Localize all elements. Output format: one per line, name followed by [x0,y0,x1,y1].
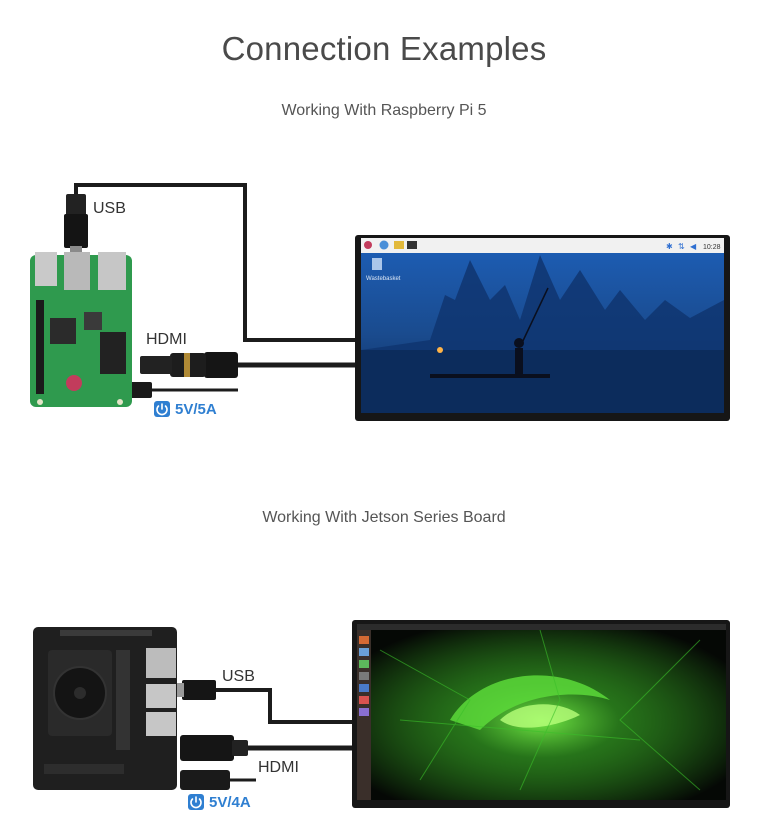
launcher-icon [359,672,369,680]
jetson-power-label: 5V/4A [209,794,251,811]
launcher-icon [359,684,369,692]
jetson-power-cable [180,770,256,790]
jetson-display [352,620,730,808]
section-title-jetson: Working With Jetson Series Board [262,509,506,526]
rpi-power-label: 5V/5A [175,401,217,418]
nvidia-eye-logo [450,675,610,730]
browser-icon [379,240,389,250]
jetson-usb-label: USB [222,668,255,685]
jetson-hdmi-label: HDMI [258,759,299,776]
launcher-icon [359,636,369,644]
rpi-usb-label: USB [93,200,126,217]
network-icon: ⇅ [678,242,685,251]
folder-icon [394,241,404,249]
launcher-icon [359,708,369,716]
jetson-usb-cable [170,680,356,724]
rpi-board [30,252,132,407]
volume-icon: ◀ [690,242,697,251]
section-title-rpi: Working With Raspberry Pi 5 [281,102,487,119]
rpi-taskbar-clock: 10:28 [703,244,721,251]
rpi-taskbar [361,238,724,253]
jetson-power: 5V/4A [188,794,251,811]
rpi-hdmi-label: HDMI [146,331,187,348]
wastebasket-icon [372,258,382,270]
launcher-icon [359,696,369,704]
rpi-power: 5V/5A [154,401,217,418]
bluetooth-icon: ✱ [666,242,673,251]
raspberry-menu-icon [364,241,372,249]
rpi-desktop-icon-label: Wastebasket [366,276,401,282]
terminal-icon [407,241,417,249]
jetson-topbar [357,624,726,630]
launcher-icon [359,660,369,668]
rpi-display: 10:28 ✱ ⇅ ◀ Wastebasket [355,235,730,421]
rpi-usb-cable [64,183,356,342]
page-title: Connection Examples [221,30,547,67]
rpi-section: USB HDMI 5V/5A 10:28 ✱ ⇅ ◀ Wastebasket [30,183,730,421]
rpi-hdmi-cable [140,352,356,378]
jetson-hdmi-cable [180,735,356,761]
launcher-icon [359,648,369,656]
jetson-section: USB HDMI 5V/4A [33,620,730,811]
rpi-power-cable [130,382,238,398]
jetson-board [33,627,177,790]
